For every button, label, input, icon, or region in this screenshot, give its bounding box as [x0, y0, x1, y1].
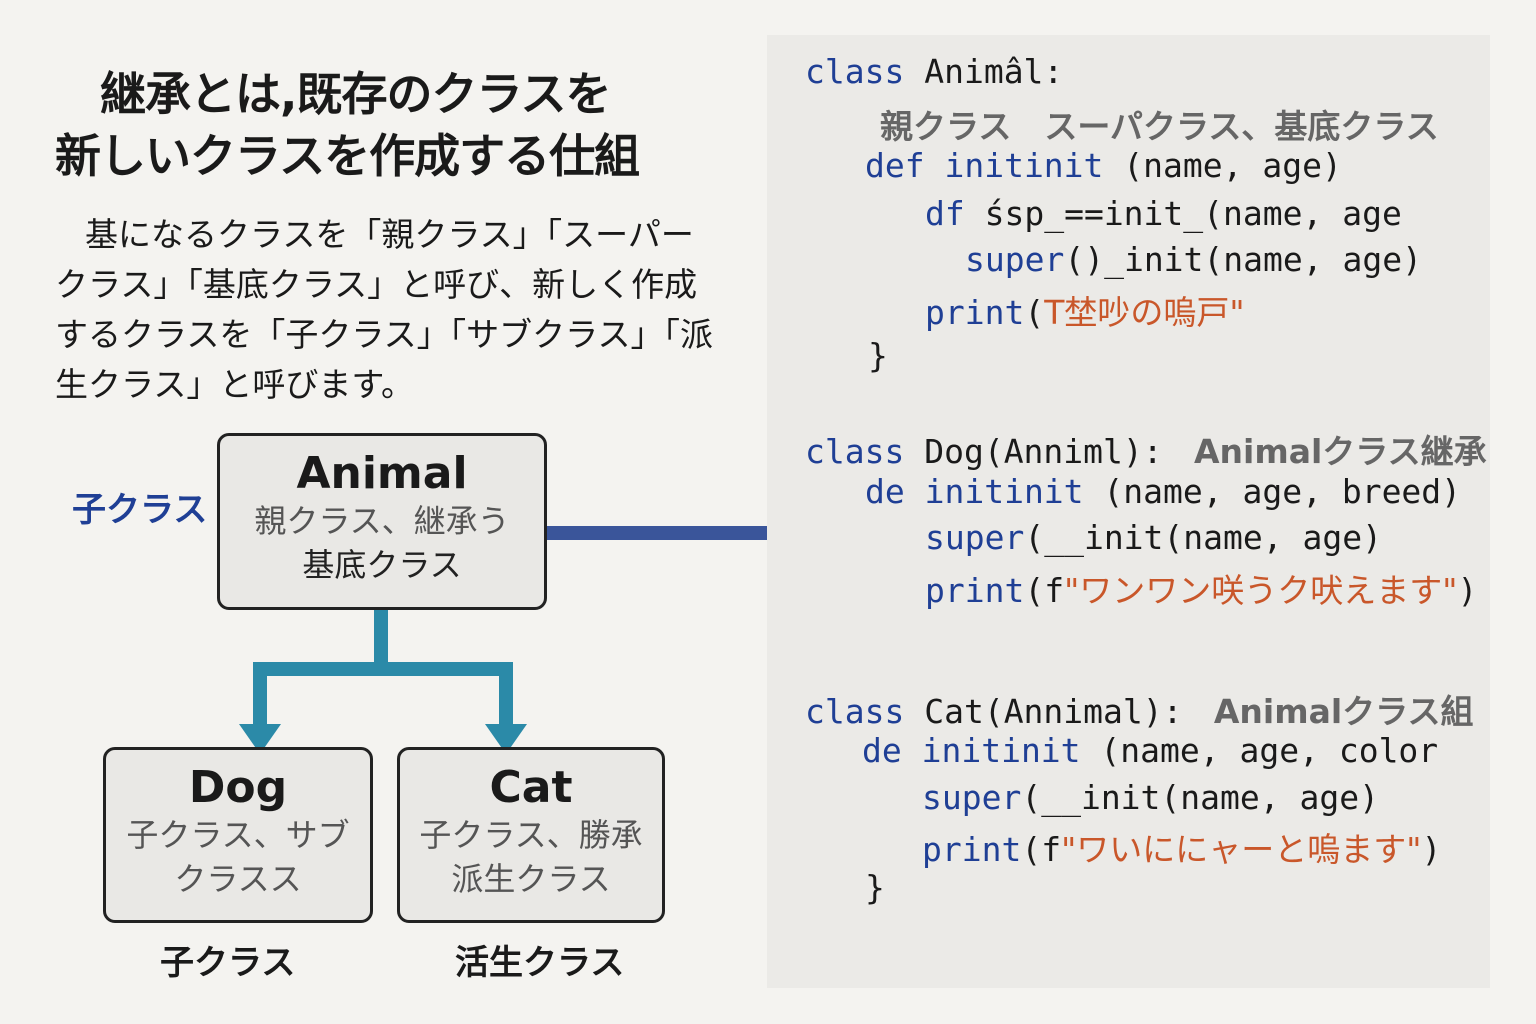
- code-line: print(f"ワンワン咲うク吠えます"): [925, 564, 1477, 612]
- code-line: class Dog(Anniml): Animalクラス継承: [805, 425, 1487, 473]
- code-string: "ワいににャーと嗚ます": [1061, 830, 1422, 869]
- cat-name: Cat: [489, 762, 573, 813]
- code-text: (: [1024, 293, 1045, 332]
- code-text: Cat(Annimal):: [924, 692, 1203, 731]
- code-line: class Animâl:: [805, 52, 1063, 91]
- code-line: super()_init(name, age): [965, 240, 1422, 279]
- code-line: df śsp_==init_(name, age: [925, 194, 1402, 233]
- cat-caption: 活生クラス: [455, 943, 625, 983]
- code-line: de initinit (name, age, color: [862, 731, 1438, 770]
- dog-name: Dog: [188, 762, 288, 813]
- code-text: (f: [1021, 830, 1062, 869]
- cat-box: Cat 子クラス、勝承 派生クラス: [397, 747, 665, 923]
- code-text: śsp_==init_(name, age: [984, 194, 1402, 233]
- code-keyword: class: [805, 52, 925, 91]
- dog-box: Dog 子クラス、サブ クラスス: [103, 747, 373, 923]
- code-keyword: class: [805, 692, 925, 731]
- code-keyword: print: [925, 571, 1025, 610]
- code-text: ): [1421, 830, 1442, 869]
- code-keyword: de initinit: [862, 731, 1101, 770]
- code-text: }: [865, 868, 885, 907]
- code-line: 親クラス スーパクラス、基底クラス: [880, 100, 1439, 148]
- link-line: [547, 526, 767, 540]
- connector-right: [499, 662, 513, 727]
- code-string: "ワンワン咲うク吠えます": [1064, 571, 1458, 610]
- code-line: super(__init(name, age): [922, 778, 1379, 817]
- code-comment: Animalクラス組: [1202, 692, 1474, 731]
- code-text: Dog(Anniml):: [924, 432, 1183, 471]
- code-text: ): [1457, 571, 1478, 610]
- code-text: (f: [1024, 571, 1065, 610]
- animal-sub2: 基底クラス: [302, 546, 462, 584]
- animal-name: Animal: [296, 448, 468, 499]
- code-line: }: [868, 336, 888, 375]
- code-line: def initinit (name, age): [865, 146, 1342, 185]
- dog-caption: 子クラス: [160, 943, 296, 983]
- code-line: class Cat(Annimal): Animalクラス組: [805, 685, 1474, 733]
- dog-sub2: クラスス: [174, 860, 302, 898]
- code-panel: [767, 35, 1490, 988]
- code-text: (name, age, breed): [1103, 472, 1462, 511]
- code-line: print(T埜吵の嗚戸": [925, 286, 1245, 334]
- dog-sub1: 子クラス、サブ: [126, 816, 350, 854]
- title-line-1: 継承とは,既存のクラスを: [100, 67, 612, 121]
- code-line: }: [865, 868, 885, 907]
- side-label: 子クラス: [72, 490, 208, 530]
- code-keyword: def initinit: [865, 146, 1124, 185]
- code-line: de initinit (name, age, breed): [865, 472, 1461, 511]
- code-keyword: print: [925, 293, 1025, 332]
- code-line: print(f"ワいににャーと嗚ます"): [922, 823, 1441, 871]
- code-text: (__init(name, age): [1024, 518, 1382, 557]
- code-keyword: df: [925, 194, 985, 233]
- connector-stem: [374, 610, 388, 665]
- code-text: (name, age): [1123, 146, 1342, 185]
- animal-sub1: 親クラス、継承う: [254, 502, 510, 540]
- code-keyword: class: [805, 432, 925, 471]
- code-text: (name, age, color: [1100, 731, 1439, 770]
- cat-sub2: 派生クラス: [451, 860, 611, 898]
- code-string: T埜吵の嗚戸": [1044, 293, 1245, 332]
- code-comment: 親クラス スーパクラス、基底クラス: [880, 107, 1439, 146]
- code-comment: Animalクラス継承: [1182, 432, 1487, 471]
- description: 基になるクラスを「親クラス」「スーパークラス」「基底クラス」と呼び、新しく作成す…: [55, 215, 714, 404]
- cat-sub1: 子クラス、勝承: [419, 816, 643, 854]
- code-keyword: print: [922, 830, 1022, 869]
- code-keyword: super: [965, 240, 1065, 279]
- code-text: Animâl:: [924, 52, 1064, 91]
- code-keyword: super: [925, 518, 1025, 557]
- title-line-2: 新しいクラスを作成する仕組: [55, 129, 640, 183]
- animal-box: Animal 親クラス、継承う 基底クラス: [217, 433, 547, 610]
- code-keyword: de initinit: [865, 472, 1104, 511]
- code-text: ()_init(name, age): [1064, 240, 1422, 279]
- connector-bar: [253, 662, 513, 676]
- code-keyword: super: [922, 778, 1022, 817]
- code-line: super(__init(name, age): [925, 518, 1382, 557]
- code-text: }: [868, 336, 888, 375]
- code-text: (__init(name, age): [1021, 778, 1379, 817]
- connector-left: [253, 662, 267, 727]
